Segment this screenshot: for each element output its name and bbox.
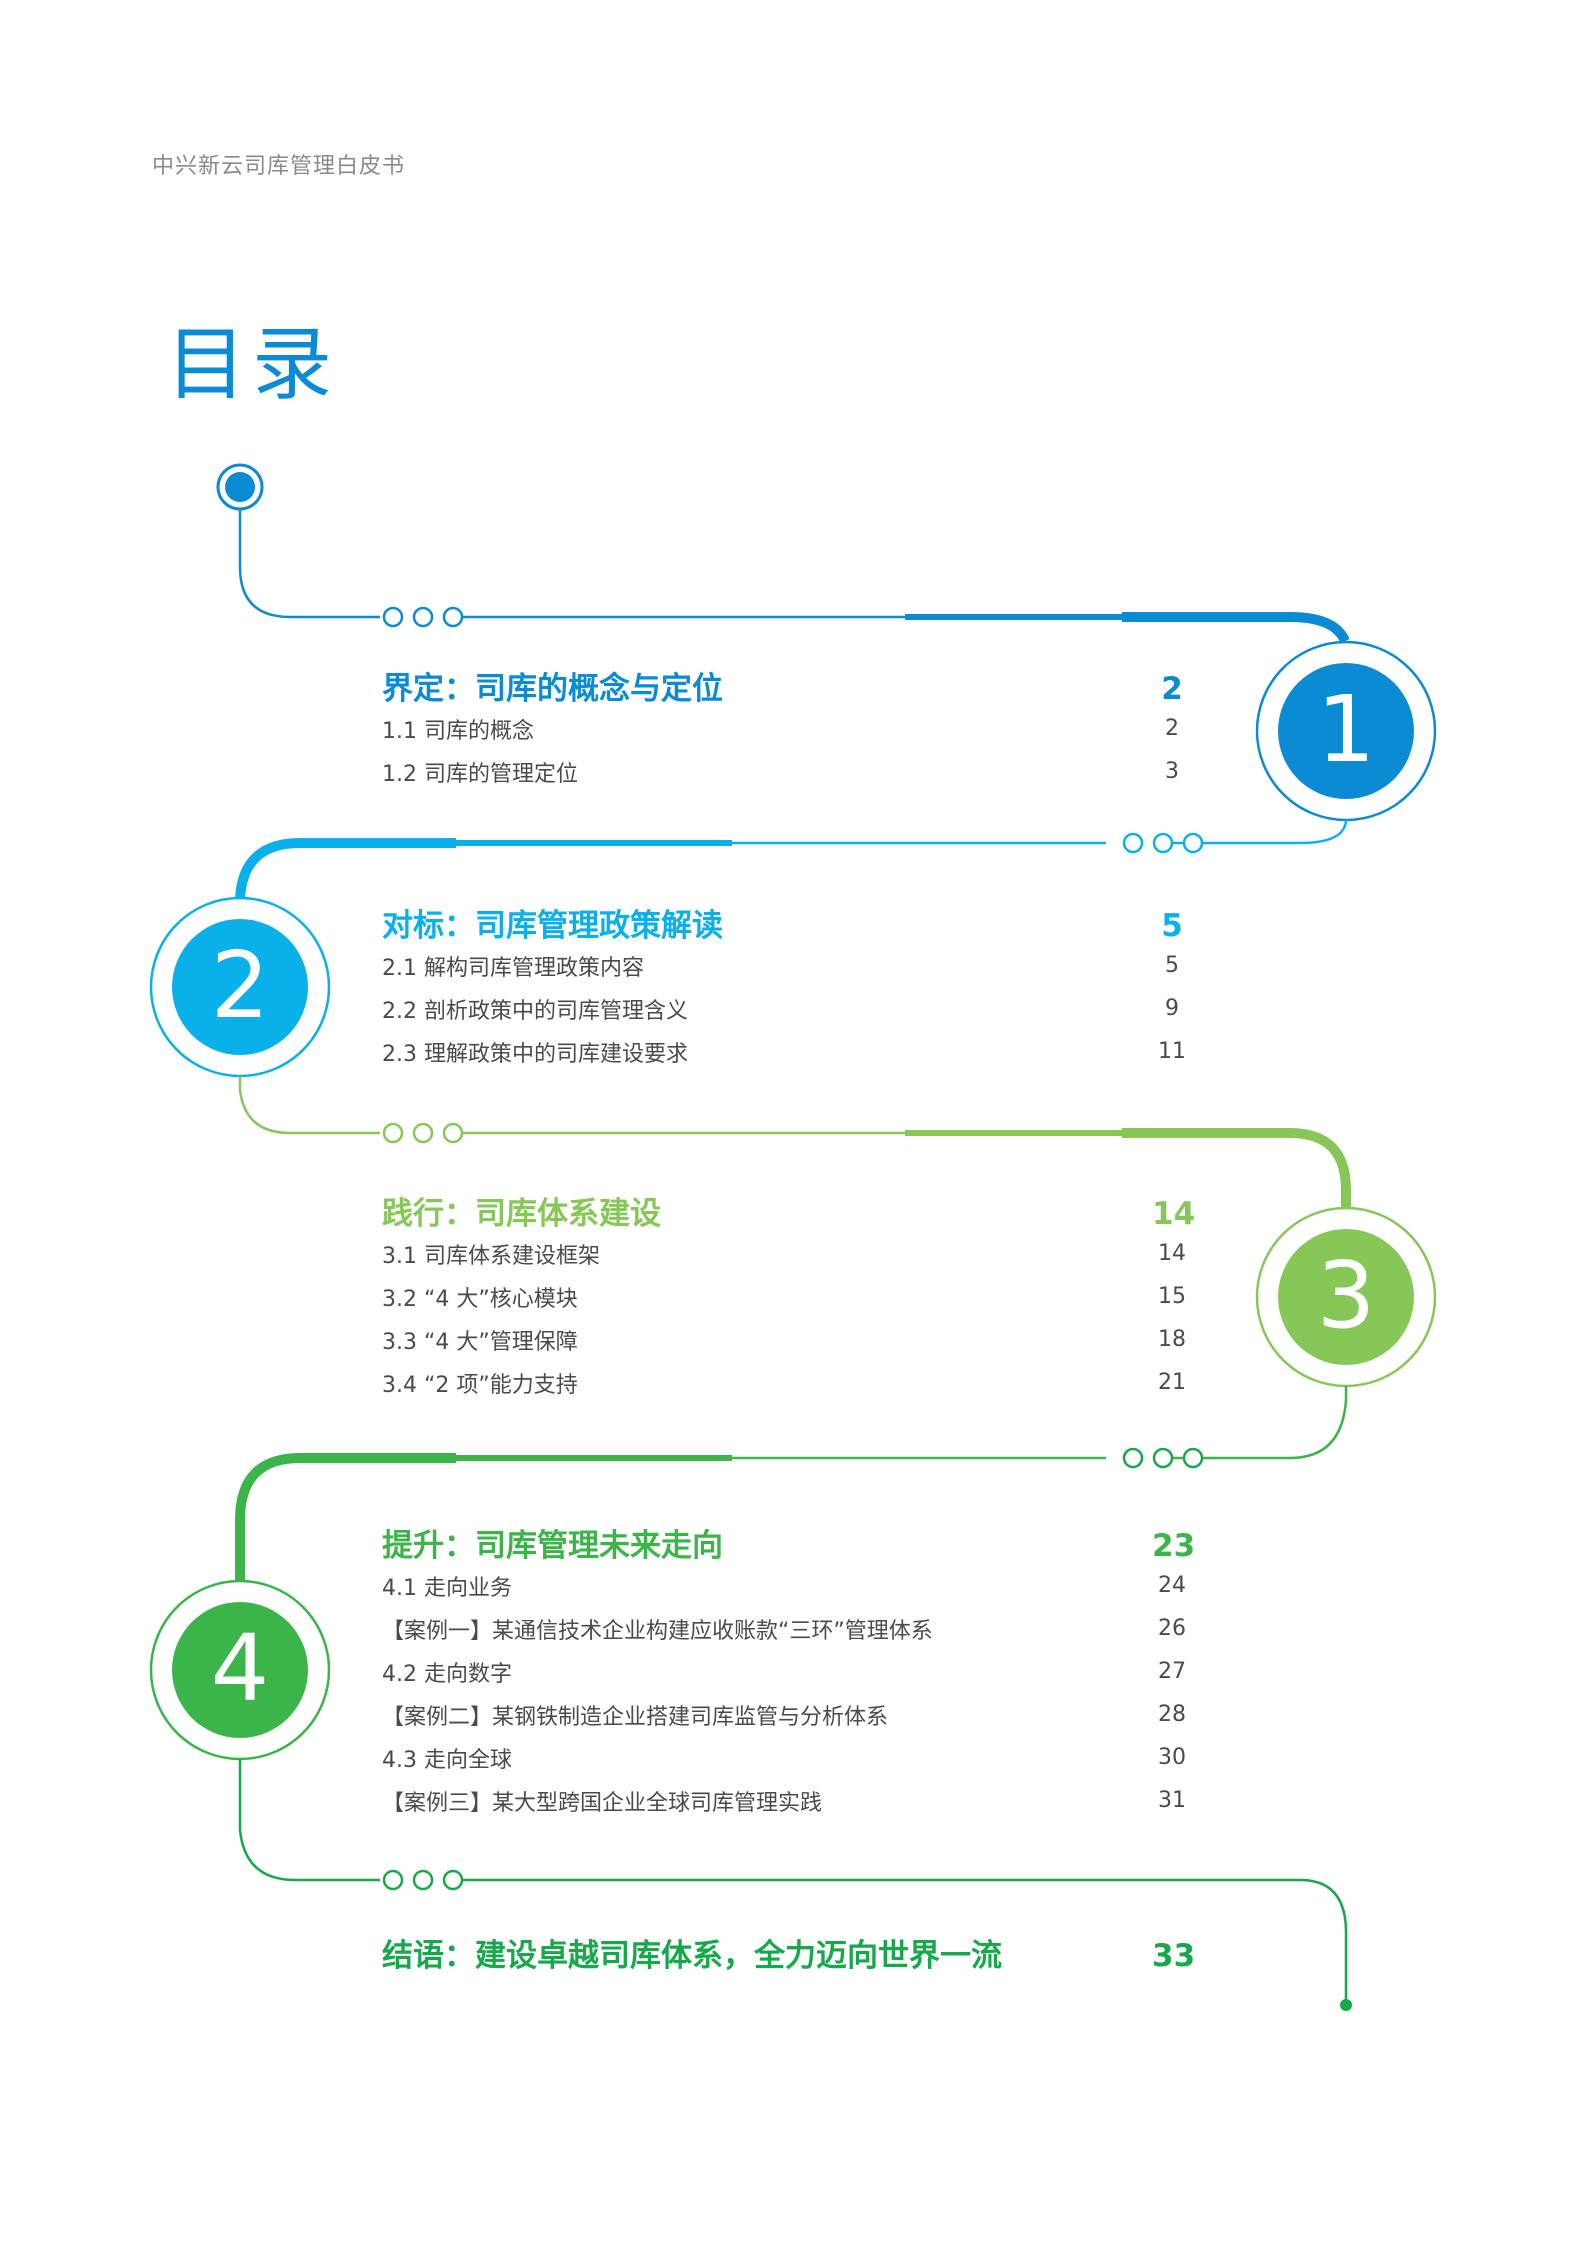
connector-dots-icon xyxy=(382,606,464,628)
toc-section-1: 界定：司库的概念与定位 2 1.1 司库的概念 2 1.2 司库的管理定位 3 xyxy=(382,663,1192,793)
entry-label: 【案例三】某大型跨国企业全球司库管理实践 xyxy=(382,1790,823,1816)
entry-label: 4.3 走向全球 xyxy=(382,1747,512,1773)
section-4-badge-icon xyxy=(149,1579,331,1761)
toc-section-heading[interactable]: 践行：司库体系建设 14 xyxy=(382,1188,1196,1232)
toc-section-heading[interactable]: 结语：建设卓越司库体系，全力迈向世界一流 33 xyxy=(382,1930,1196,1974)
toc-entry[interactable]: 2.2 剖析政策中的司库管理含义 9 xyxy=(382,987,1192,1030)
section-page: 23 xyxy=(1152,1528,1196,1564)
entry-label: 【案例一】某通信技术企业构建应收账款“三环”管理体系 xyxy=(382,1618,933,1644)
page-title: 目录 xyxy=(166,318,338,411)
document-header-title: 中兴新云司库管理白皮书 xyxy=(152,154,406,179)
entry-page: 11 xyxy=(1158,1039,1186,1064)
entry-page: 18 xyxy=(1158,1327,1186,1352)
entry-page: 21 xyxy=(1158,1370,1186,1395)
toc-section-heading[interactable]: 对标：司库管理政策解读 5 xyxy=(382,900,1192,944)
entry-label: 3.3 “4 大”管理保障 xyxy=(382,1329,578,1355)
toc-section-2: 对标：司库管理政策解读 5 2.1 解构司库管理政策内容 5 2.2 剖析政策中… xyxy=(382,900,1192,1073)
section-title: 对标：司库管理政策解读 xyxy=(382,908,723,944)
toc-conclusion: 结语：建设卓越司库体系，全力迈向世界一流 33 xyxy=(382,1930,1196,1974)
entry-page: 3 xyxy=(1165,759,1179,784)
conclusion-page: 33 xyxy=(1152,1938,1196,1974)
section-3-badge-icon xyxy=(1255,1206,1437,1388)
section-2-badge-icon xyxy=(149,896,331,1078)
entry-page: 30 xyxy=(1158,1745,1186,1770)
section-page: 5 xyxy=(1161,908,1183,944)
end-node-icon xyxy=(1340,1999,1352,2011)
toc-entry[interactable]: 3.1 司库体系建设框架 14 xyxy=(382,1232,1192,1275)
section-1-badge-number: 1 xyxy=(1316,676,1376,783)
toc-entry[interactable]: 4.1 走向业务 24 xyxy=(382,1564,1192,1607)
section-title: 践行：司库体系建设 xyxy=(382,1196,661,1232)
toc-entry[interactable]: 3.3 “4 大”管理保障 18 xyxy=(382,1318,1192,1361)
entry-label: 【案例二】某钢铁制造企业搭建司库监管与分析体系 xyxy=(382,1704,889,1730)
toc-section-heading[interactable]: 提升：司库管理未来走向 23 xyxy=(382,1520,1196,1564)
entry-page: 27 xyxy=(1158,1659,1186,1684)
section-page: 14 xyxy=(1152,1196,1196,1232)
toc-entry[interactable]: 1.2 司库的管理定位 3 xyxy=(382,750,1192,793)
toc-entry[interactable]: 2.1 解构司库管理政策内容 5 xyxy=(382,944,1192,987)
section-4-badge-number: 4 xyxy=(210,1615,270,1722)
toc-case-entry[interactable]: 【案例二】某钢铁制造企业搭建司库监管与分析体系 28 xyxy=(382,1693,1192,1736)
entry-label: 2.3 理解政策中的司库建设要求 xyxy=(382,1041,688,1067)
toc-case-entry[interactable]: 【案例一】某通信技术企业构建应收账款“三环”管理体系 26 xyxy=(382,1607,1192,1650)
section-title: 界定：司库的概念与定位 xyxy=(382,671,723,707)
toc-entry[interactable]: 4.2 走向数字 27 xyxy=(382,1650,1192,1693)
entry-page: 28 xyxy=(1158,1702,1186,1727)
entry-label: 1.2 司库的管理定位 xyxy=(382,761,578,787)
start-node-icon xyxy=(216,463,264,511)
connector-dots-icon xyxy=(382,1869,464,1891)
toc-entry[interactable]: 4.3 走向全球 30 xyxy=(382,1736,1192,1779)
section-title: 提升：司库管理未来走向 xyxy=(382,1528,723,1564)
entry-label: 3.4 “2 项”能力支持 xyxy=(382,1372,578,1398)
toc-case-entry[interactable]: 【案例三】某大型跨国企业全球司库管理实践 31 xyxy=(382,1779,1192,1822)
entry-page: 24 xyxy=(1158,1573,1186,1598)
connector-dots-icon xyxy=(1122,1447,1204,1469)
entry-label: 2.2 剖析政策中的司库管理含义 xyxy=(382,998,688,1024)
section-1-badge-icon xyxy=(1255,640,1437,822)
entry-label: 4.1 走向业务 xyxy=(382,1575,512,1601)
entry-page: 9 xyxy=(1165,996,1179,1021)
entry-page: 5 xyxy=(1165,953,1179,978)
toc-entry[interactable]: 3.4 “2 项”能力支持 21 xyxy=(382,1361,1192,1404)
connector-dots-icon xyxy=(1122,832,1204,854)
entry-label: 1.1 司库的概念 xyxy=(382,718,534,744)
section-page: 2 xyxy=(1161,671,1183,707)
toc-entry[interactable]: 2.3 理解政策中的司库建设要求 11 xyxy=(382,1030,1192,1073)
toc-section-3: 践行：司库体系建设 14 3.1 司库体系建设框架 14 3.2 “4 大”核心… xyxy=(382,1188,1196,1404)
toc-section-heading[interactable]: 界定：司库的概念与定位 2 xyxy=(382,663,1192,707)
conclusion-title: 结语：建设卓越司库体系，全力迈向世界一流 xyxy=(382,1938,1002,1974)
toc-entry[interactable]: 1.1 司库的概念 2 xyxy=(382,707,1192,750)
connector-dots-icon xyxy=(382,1122,464,1144)
entry-page: 14 xyxy=(1158,1241,1186,1266)
entry-page: 2 xyxy=(1165,716,1179,741)
toc-section-4: 提升：司库管理未来走向 23 4.1 走向业务 24 【案例一】某通信技术企业构… xyxy=(382,1520,1196,1822)
entry-label: 4.2 走向数字 xyxy=(382,1661,512,1687)
section-3-badge-number: 3 xyxy=(1316,1242,1376,1349)
entry-label: 3.1 司库体系建设框架 xyxy=(382,1243,600,1269)
entry-label: 3.2 “4 大”核心模块 xyxy=(382,1286,578,1312)
entry-page: 31 xyxy=(1158,1788,1186,1813)
section-2-badge-number: 2 xyxy=(210,932,270,1039)
entry-label: 2.1 解构司库管理政策内容 xyxy=(382,955,644,981)
entry-page: 15 xyxy=(1158,1284,1186,1309)
entry-page: 26 xyxy=(1158,1616,1186,1641)
toc-entry[interactable]: 3.2 “4 大”核心模块 15 xyxy=(382,1275,1192,1318)
